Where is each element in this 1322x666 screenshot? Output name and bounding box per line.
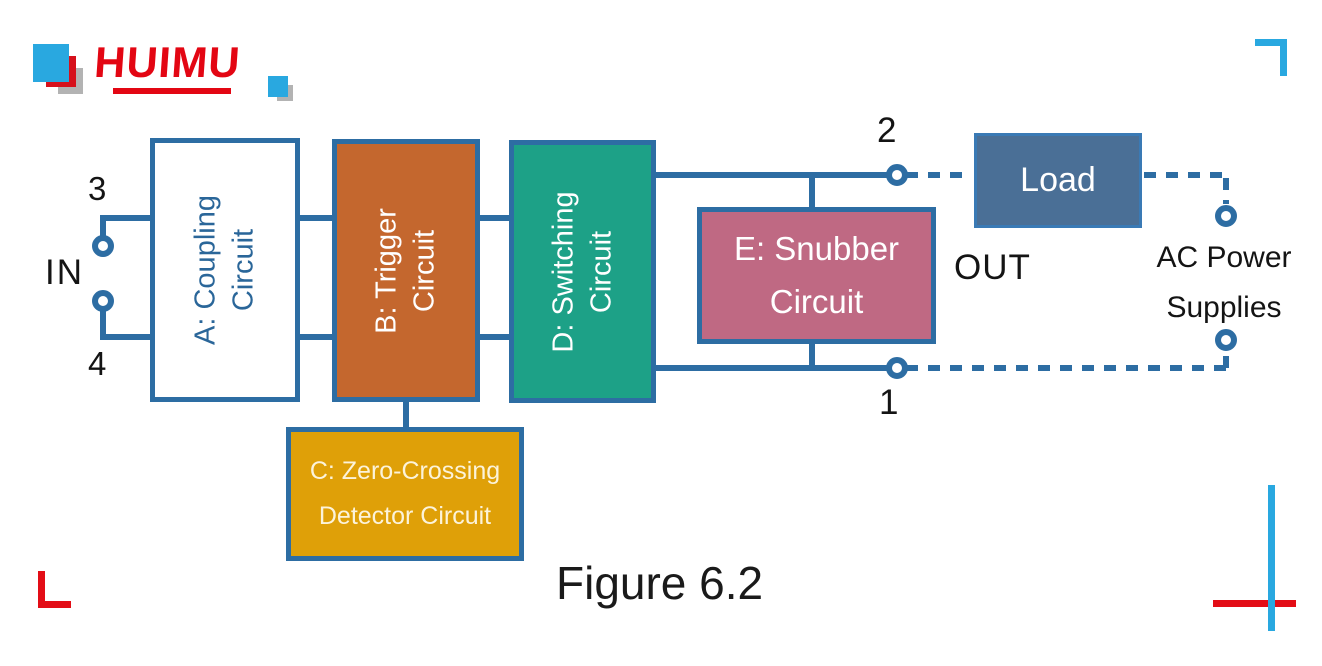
wire-in-terminal-4 [100,301,152,340]
block-load-label: Load [1020,161,1096,199]
label-in: IN [45,253,84,292]
terminal-1-label: 1 [879,383,899,422]
block-snubber-line2: Circuit [769,282,864,320]
terminal-2-label: 2 [877,111,897,150]
crop-mark-bottom-left-vertical [38,571,45,608]
logo-underline [113,88,231,94]
crop-mark-bottom-left [38,571,71,608]
terminal-4-label: 4 [88,345,107,382]
terminal-3-label: 3 [88,170,107,207]
block-snubber-circuit: E: Snubber Circuit [697,207,936,344]
block-trigger-line1: B: Trigger [370,207,403,334]
crop-mark-bottom-right-red [1213,600,1296,607]
block-load: Load [974,133,1142,228]
label-out: OUT [954,248,1031,287]
block-switching-line2: Circuit [585,230,618,313]
crop-mark-top-right-vertical [1280,39,1287,76]
block-coupling-label: A: Coupling Circuit [187,140,264,400]
block-switching-line1: D: Switching [547,190,580,353]
terminal-3-node [92,235,114,257]
label-ac-power-supplies: AC Power Supplies [1138,233,1310,333]
label-ac-power-line1: AC Power [1156,241,1292,274]
crop-mark-top-right [1255,39,1287,76]
label-ac-power-line2: Supplies [1166,291,1282,324]
terminal-1-node [886,357,908,379]
block-zero-crossing-line1: C: Zero-Crossing [309,457,501,485]
ac-supply-bottom-node [1215,329,1237,351]
logo-square-blue-large [33,44,69,82]
terminal-4-node [92,290,114,312]
block-zero-crossing-line2: Detector Circuit [318,502,492,530]
terminal-2-node [886,164,908,186]
crop-mark-bottom-right-blue [1268,485,1275,631]
logo-square-blue-small [268,76,288,97]
figure-caption: Figure 6.2 [556,557,764,609]
block-switching-circuit: D: Switching Circuit [509,140,656,403]
crop-mark-bottom-left-horizontal [38,601,71,608]
crop-mark-top-right-horizontal [1255,39,1287,46]
block-zero-crossing-label: C: Zero-Crossing Detector Circuit [310,449,500,539]
block-switching-label: D: Switching Circuit [544,142,621,402]
block-coupling-line2: Circuit [228,228,260,312]
block-zero-crossing-circuit: C: Zero-Crossing Detector Circuit [286,427,524,561]
block-snubber-line1: E: Snubber [733,230,900,268]
block-trigger-label: B: Trigger Circuit [368,141,445,401]
block-trigger-circuit: B: Trigger Circuit [332,139,480,402]
block-coupling-circuit: A: Coupling Circuit [150,138,300,402]
ac-supply-top-node [1215,205,1237,227]
block-trigger-line2: Circuit [409,229,441,312]
block-coupling-line1: A: Coupling [189,195,222,345]
block-snubber-label: E: Snubber Circuit [734,223,899,327]
